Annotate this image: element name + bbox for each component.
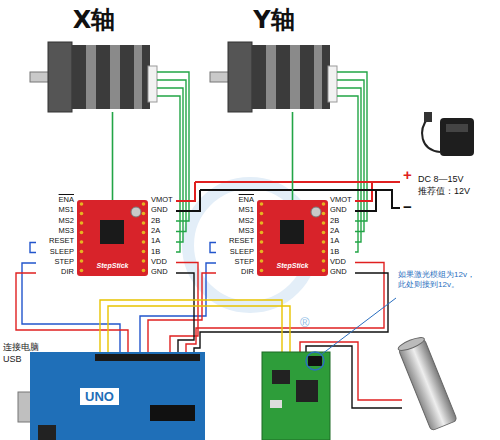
pin-dot xyxy=(260,240,264,244)
pin-dot xyxy=(142,231,146,235)
driver-board: StepStick xyxy=(257,200,328,276)
pin-name: GND xyxy=(151,268,175,277)
pin-name: RESET xyxy=(38,237,74,246)
stepper-motor xyxy=(210,42,337,112)
pin-dot xyxy=(322,259,326,263)
stepper-motor: Y轴 xyxy=(210,42,338,112)
pin-name: MS3 xyxy=(38,227,74,236)
pin-name: 1B xyxy=(151,248,175,257)
pin-dot xyxy=(260,269,264,273)
pin-dot xyxy=(322,231,326,235)
pin-name: STEP xyxy=(218,258,254,267)
pin-dot xyxy=(322,250,326,254)
header-pins xyxy=(80,202,326,272)
pin-dot xyxy=(142,240,146,244)
arduino-board: UNO xyxy=(30,352,205,440)
pin-name: STEP xyxy=(38,258,74,267)
pin-name: GND xyxy=(151,206,175,215)
pin-dot xyxy=(260,259,264,263)
voltage-note: 推荐值：12V xyxy=(418,186,498,196)
pin-dot xyxy=(142,250,146,254)
pin-dot xyxy=(142,221,146,225)
pin-name: DIR xyxy=(38,268,74,277)
pin-name: VMOT xyxy=(151,196,175,205)
motor-cable xyxy=(112,112,114,200)
polarity-sign: − xyxy=(403,198,417,215)
pin-dot xyxy=(142,202,146,206)
pin-name: MS1 xyxy=(38,206,74,215)
pin-name: VMOT xyxy=(330,196,354,205)
pin-dot xyxy=(260,221,264,225)
pin-dot xyxy=(260,202,264,206)
pin-name: GND xyxy=(330,268,354,277)
pin-name: SLEEP xyxy=(38,248,74,257)
pin-name: 1A xyxy=(330,237,354,246)
pin-dot xyxy=(80,202,84,206)
board-label: StepStick xyxy=(277,262,309,269)
pin-name: MS2 xyxy=(38,217,74,226)
pin-dot xyxy=(142,259,146,263)
pin-dot xyxy=(260,250,264,254)
laser-driver-board xyxy=(262,298,396,440)
board-label: UNO xyxy=(80,388,119,405)
pin-dot xyxy=(322,202,326,206)
pin-dot xyxy=(80,212,84,216)
pin-name: 2A xyxy=(151,227,175,236)
watermark: ® xyxy=(300,316,320,331)
pin-dot xyxy=(260,212,264,216)
pin-dot xyxy=(322,212,326,216)
pin-name: DIR xyxy=(218,268,254,277)
pin-name: 1B xyxy=(330,248,354,257)
pin-dot xyxy=(322,240,326,244)
pin-name: VDD xyxy=(151,258,175,267)
board-label: StepStick xyxy=(97,262,129,269)
pin-name: ENA xyxy=(218,196,254,205)
pin-name: MS2 xyxy=(218,217,254,226)
stepper-motor: X轴 xyxy=(30,42,158,112)
pin-name: MS1 xyxy=(218,206,254,215)
pin-name: 2B xyxy=(151,217,175,226)
arduino-board xyxy=(18,352,205,440)
usb-note: 连接电脑 USB xyxy=(3,342,47,365)
pin-dot xyxy=(260,231,264,235)
pin-name: SLEEP xyxy=(218,248,254,257)
pin-dot xyxy=(80,231,84,235)
pin-dot xyxy=(322,269,326,273)
pin-name: GND xyxy=(330,206,354,215)
pin-dot xyxy=(142,212,146,216)
pin-name: 2A xyxy=(330,227,354,236)
pin-name: RESET xyxy=(218,237,254,246)
pin-name: 1A xyxy=(151,237,175,246)
power-adapter xyxy=(422,112,474,156)
pin-dot xyxy=(80,250,84,254)
pin-name: 2B xyxy=(330,217,354,226)
pin-name: VDD xyxy=(330,258,354,267)
pin-dot xyxy=(322,221,326,225)
pin-dot xyxy=(80,259,84,263)
pin-dot xyxy=(80,221,84,225)
axis-title: Y轴 xyxy=(253,4,294,36)
pin-name: ENA xyxy=(38,196,74,205)
driver-board: StepStick xyxy=(77,200,148,276)
driver-board xyxy=(77,200,328,276)
pin-name: MS3 xyxy=(218,227,254,236)
pin-dot xyxy=(80,240,84,244)
voltage-note: DC 8—15V xyxy=(418,174,498,184)
axis-title: X轴 xyxy=(73,4,116,36)
motor-cable xyxy=(292,112,294,200)
laser-note: 如果激光模组为12v，此处则接到12v。 xyxy=(398,270,482,291)
pin-dot xyxy=(80,269,84,273)
stepper-motor xyxy=(30,42,157,112)
polarity-sign: + xyxy=(403,166,417,183)
pin-dot xyxy=(142,269,146,273)
laser-module xyxy=(397,335,457,431)
